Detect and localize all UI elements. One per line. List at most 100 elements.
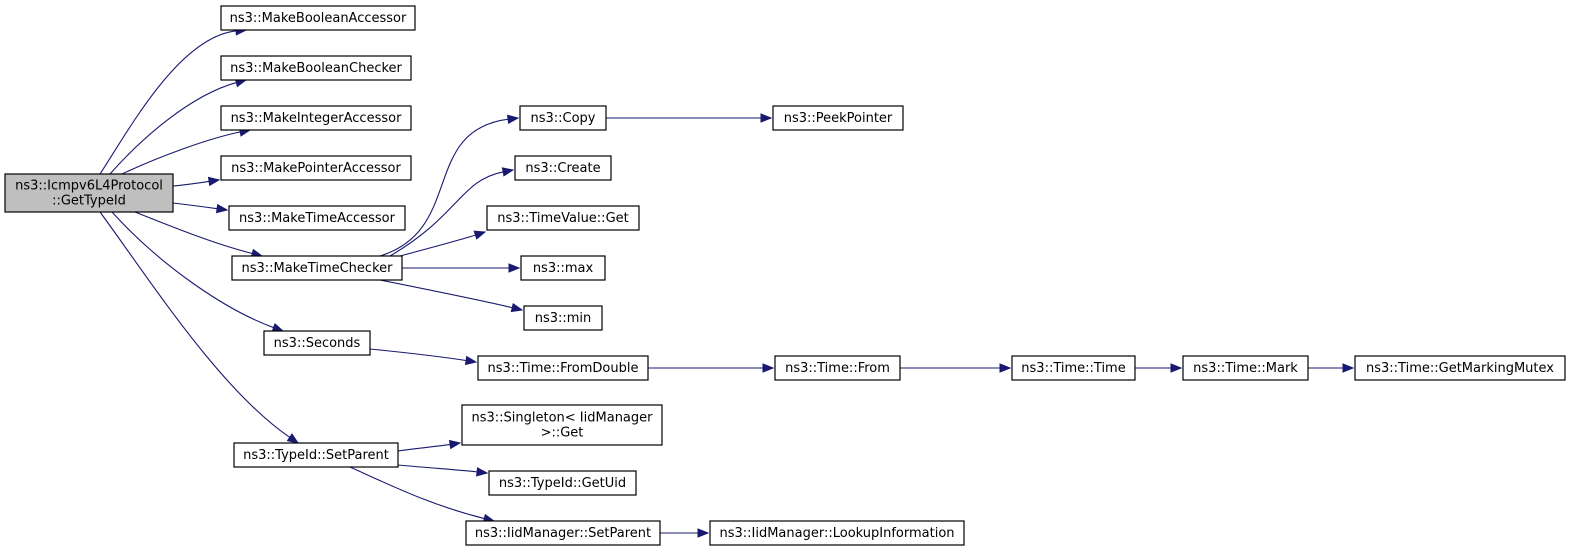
node-label: ns3::TypeId::SetParent [243, 448, 389, 463]
edge-arrowhead [215, 203, 229, 214]
edge-mtc-to-min [379, 279, 524, 313]
node-box [709, 520, 965, 546]
node-create[interactable]: ns3::Create [514, 155, 612, 181]
node-sec[interactable]: ns3::Seconds [263, 330, 371, 356]
edge-sec-to-fromdouble [369, 348, 478, 366]
edge-copy-to-peek [606, 113, 773, 123]
node-label: ns3::Copy [530, 111, 595, 126]
edge-line [397, 464, 479, 473]
edge-arrowhead [510, 302, 524, 313]
node-max[interactable]: ns3::max [520, 255, 606, 281]
edge-root-to-mta [172, 202, 229, 214]
node-fromdouble[interactable]: ns3::Time::FromDouble [477, 355, 649, 381]
node-mbc[interactable]: ns3::MakeBooleanChecker [220, 55, 412, 81]
node-label: ns3::Create [525, 161, 600, 176]
edge-arrowhead [207, 176, 221, 187]
edge-iidsp-to-lookup [660, 528, 710, 538]
node-min[interactable]: ns3::min [523, 305, 603, 331]
node-mtc[interactable]: ns3::MakeTimeChecker [231, 255, 403, 281]
node-box [519, 105, 607, 131]
edge-from-to-time [900, 363, 1012, 373]
node-root[interactable]: ns3::Icmpv6L4Protocol::GetTypeId [4, 173, 174, 213]
edge-line [121, 131, 242, 175]
edge-arrowhead [464, 355, 478, 366]
edge-line [109, 81, 238, 175]
edge-tsp-to-getuid [397, 464, 489, 477]
edge-arrowhead [286, 433, 300, 444]
node-label: ns3::Time::FromDouble [488, 361, 639, 376]
node-mpa[interactable]: ns3::MakePointerAccessor [220, 155, 412, 181]
node-label: ns3::Icmpv6L4Protocol [15, 179, 163, 194]
node-label: ns3::MakeBooleanAccessor [230, 11, 407, 26]
node-gmm[interactable]: ns3::Time::GetMarkingMutex [1354, 355, 1566, 381]
node-box [220, 5, 416, 31]
node-label: ns3::max [533, 261, 594, 276]
node-box [520, 255, 606, 281]
node-label: ns3::MakeBooleanChecker [230, 61, 402, 76]
node-time[interactable]: ns3::Time::Time [1011, 355, 1136, 381]
edge-line [369, 348, 468, 362]
node-getuid[interactable]: ns3::TypeId::GetUid [488, 470, 637, 496]
node-mta[interactable]: ns3::MakeTimeAccessor [228, 205, 406, 231]
edges-layer [99, 26, 1355, 538]
edge-mark-to-gmm [1308, 363, 1355, 373]
node-lookup[interactable]: ns3::IidManager::LookupInformation [709, 520, 965, 546]
edge-arrowhead [760, 113, 773, 123]
node-box [486, 205, 640, 231]
node-box [774, 355, 901, 381]
node-tsp[interactable]: ns3::TypeId::SetParent [233, 442, 399, 468]
edge-mtc-to-tvget [399, 230, 487, 257]
edge-line [397, 443, 452, 452]
node-label: ns3::TypeId::GetUid [499, 476, 626, 491]
node-box [228, 205, 406, 231]
edge-arrowhead [448, 439, 462, 450]
node-box [461, 404, 663, 446]
node-label: ns3::Singleton< IidManager [471, 411, 653, 426]
node-label: ns3::Time::Mark [1193, 361, 1298, 376]
edge-line [99, 211, 291, 439]
edge-arrowhead [1170, 363, 1183, 373]
edge-line [379, 118, 510, 257]
node-mark[interactable]: ns3::Time::Mark [1182, 355, 1309, 381]
node-box [488, 470, 637, 496]
edge-line [172, 180, 211, 187]
node-singleton[interactable]: ns3::Singleton< IidManager>::Get [461, 404, 663, 446]
node-box [465, 520, 661, 546]
edge-root-to-mba [99, 26, 248, 175]
edge-arrowhead [999, 363, 1012, 373]
node-box [1354, 355, 1566, 381]
edge-arrowhead [507, 114, 520, 124]
edge-arrowhead [476, 467, 489, 477]
node-box [1011, 355, 1136, 381]
node-iidsp[interactable]: ns3::IidManager::SetParent [465, 520, 661, 546]
node-copy[interactable]: ns3::Copy [519, 105, 607, 131]
node-from[interactable]: ns3::Time::From [774, 355, 901, 381]
node-box [220, 155, 412, 181]
node-label: ns3::IidManager::LookupInformation [719, 526, 954, 541]
edge-line [134, 211, 254, 255]
node-label: ns3::IidManager::SetParent [475, 526, 651, 541]
node-mia[interactable]: ns3::MakeIntegerAccessor [220, 105, 412, 131]
node-tvget[interactable]: ns3::TimeValue::Get [486, 205, 640, 231]
node-label: ns3::PeekPointer [784, 111, 893, 126]
node-label: ns3::Seconds [274, 336, 361, 351]
node-box [233, 442, 399, 468]
edge-line [111, 211, 275, 329]
edge-root-to-tsp [99, 211, 300, 444]
node-label: ns3::Time::GetMarkingMutex [1366, 361, 1554, 376]
node-peek[interactable]: ns3::PeekPointer [772, 105, 904, 131]
node-box [1182, 355, 1309, 381]
edge-tsp-to-singleton [397, 439, 462, 452]
node-label: ns3::MakeIntegerAccessor [231, 111, 403, 126]
edge-line [99, 30, 238, 175]
edge-arrowhead [501, 167, 515, 177]
node-box [523, 305, 603, 331]
edge-tsp-to-iidsp [349, 466, 496, 524]
node-box [220, 105, 412, 131]
edge-line [349, 466, 486, 520]
node-mba[interactable]: ns3::MakeBooleanAccessor [220, 5, 416, 31]
edge-arrowhead [473, 230, 487, 240]
edge-fromdouble-to-from [648, 363, 775, 373]
nodes-layer: ns3::Icmpv6L4Protocol::GetTypeIdns3::Mak… [4, 5, 1566, 546]
node-box [477, 355, 649, 381]
